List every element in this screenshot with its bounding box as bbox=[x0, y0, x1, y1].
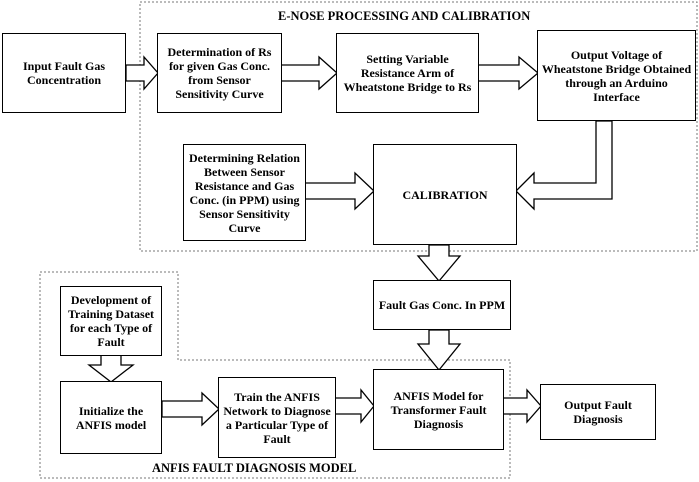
node-determining-relation-label: Determining Relation Between Sensor Resi… bbox=[189, 150, 300, 235]
node-anfis-model-label: ANFIS Model for Transformer Fault Diagno… bbox=[390, 388, 487, 431]
node-output-voltage: Output Voltage of Wheatstone Bridge Obta… bbox=[537, 30, 696, 121]
arrow-train-to-anfis bbox=[334, 388, 375, 424]
node-anfis-model: ANFIS Model for Transformer Fault Diagno… bbox=[373, 369, 504, 450]
anfis-region-border bbox=[39, 271, 511, 479]
node-determination-rs: Determination of Rs for given Gas Conc. … bbox=[157, 33, 282, 113]
arrow-fault-ppm-to-anfis bbox=[416, 329, 462, 372]
node-setting-resistance-label: Setting Variable Resistance Arm of Wheat… bbox=[343, 52, 472, 94]
node-setting-resistance: Setting Variable Resistance Arm of Wheat… bbox=[336, 33, 479, 113]
node-training-dataset-label: Development of Training Dataset for each… bbox=[67, 293, 155, 349]
node-train-anfis: Train the ANFIS Network to Diagnose a Pa… bbox=[218, 377, 336, 458]
arrow-init-to-train bbox=[161, 391, 220, 427]
arrow-setting-to-output bbox=[477, 55, 540, 91]
arrow-training-to-init bbox=[87, 354, 135, 383]
node-output-diagnosis-label: Output Fault Diagnosis bbox=[564, 398, 632, 426]
enose-region-border bbox=[139, 1, 698, 252]
node-determination-rs-label: Determination of Rs for given Gas Conc. … bbox=[167, 45, 272, 101]
node-calibration-label: CALIBRATION bbox=[402, 187, 488, 202]
node-input-fault-gas: Input Fault Gas Concentration bbox=[2, 33, 126, 113]
arrow-output-to-calibration bbox=[515, 120, 613, 211]
arrow-relation-to-calibration bbox=[304, 171, 375, 211]
node-initialize-anfis: Initialize the ANFIS model bbox=[60, 381, 162, 454]
arrow-calibration-to-fault-ppm bbox=[416, 244, 462, 283]
node-calibration: CALIBRATION bbox=[373, 144, 517, 245]
node-output-diagnosis: Output Fault Diagnosis bbox=[540, 384, 656, 440]
node-determining-relation: Determining Relation Between Sensor Resi… bbox=[183, 144, 306, 241]
node-initialize-anfis-label: Initialize the ANFIS model bbox=[75, 403, 147, 432]
node-output-voltage-label: Output Voltage of Wheatstone Bridge Obta… bbox=[541, 47, 692, 104]
node-training-dataset: Development of Training Dataset for each… bbox=[60, 286, 162, 356]
anfis-region-title: ANFIS FAULT DIAGNOSIS MODEL bbox=[152, 461, 357, 475]
arrow-input-to-determination bbox=[125, 55, 159, 91]
enose-region-title: E-NOSE PROCESSING AND CALIBRATION bbox=[278, 9, 531, 23]
node-train-anfis-label: Train the ANFIS Network to Diagnose a Pa… bbox=[223, 389, 331, 446]
node-fault-gas-ppm-label: Fault Gas Conc. In PPM bbox=[378, 298, 506, 312]
node-input-fault-gas-label: Input Fault Gas Concentration bbox=[22, 59, 106, 87]
arrow-determination-to-setting bbox=[280, 55, 338, 91]
arrow-anfis-to-output bbox=[502, 388, 542, 424]
node-fault-gas-ppm: Fault Gas Conc. In PPM bbox=[373, 280, 511, 330]
